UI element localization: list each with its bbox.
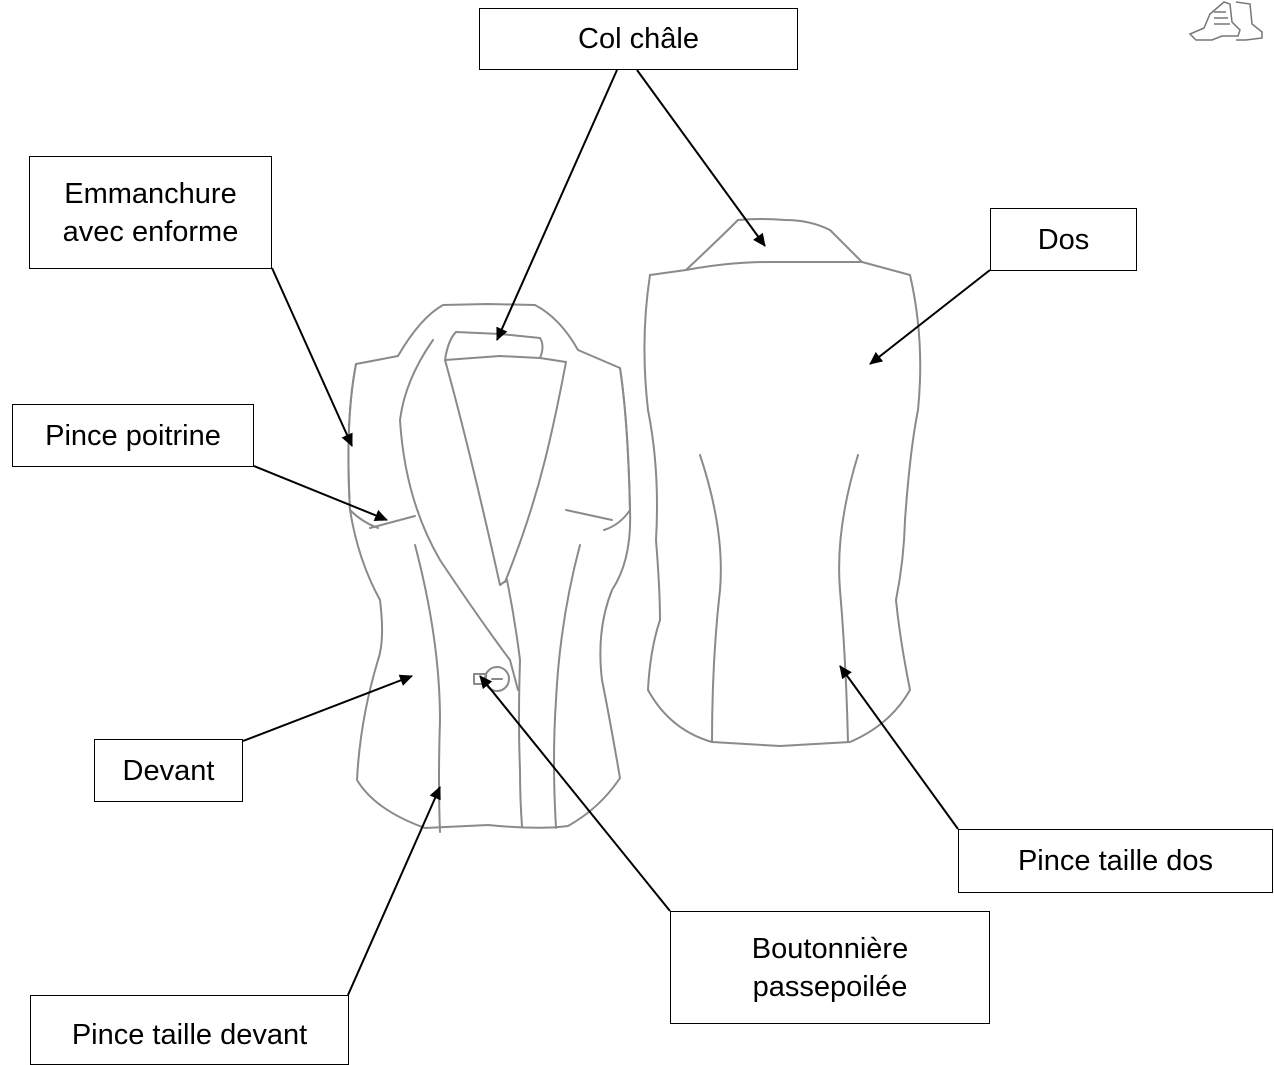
label-boutonniere: Boutonnière passepoilée [670, 911, 990, 1024]
label-pince-taille-devant: Pince taille devant [30, 995, 349, 1065]
leader-pince-taille-devant [347, 786, 441, 996]
leader-col-chale-back [636, 69, 766, 247]
label-devant: Devant [94, 739, 243, 802]
label-dos-text: Dos [1037, 223, 1090, 256]
label-col-chale: Col châle [479, 8, 798, 70]
label-pince-taille-dos: Pince taille dos [958, 829, 1273, 893]
label-pince-taille-dos-text: Pince taille dos [1017, 845, 1214, 877]
leader-col-chale-front [496, 69, 618, 341]
leader-devant [242, 674, 413, 742]
label-boutonniere-text-2: passepoilée [752, 970, 908, 1003]
label-pince-taille-devant-text: Pince taille devant [71, 1019, 308, 1051]
back-vest-drawing [643, 218, 922, 747]
label-pince-poitrine-text: Pince poitrine [45, 419, 221, 452]
leader-pince-poitrine [253, 465, 388, 522]
label-dos: Dos [990, 208, 1137, 271]
label-pince-poitrine: Pince poitrine [12, 404, 254, 467]
leader-boutonniere [479, 675, 671, 912]
front-vest-drawing [347, 303, 632, 833]
label-emmanchure-text-2: avec enforme [62, 215, 239, 248]
boots-sketch-icon [1188, 1, 1263, 41]
leader-emmanchure [271, 267, 353, 447]
label-emmanchure: Emmanchure avec enforme [29, 156, 272, 269]
label-col-chale-text: Col châle [578, 23, 699, 55]
leader-pince-taille-dos [839, 665, 959, 830]
leader-dos [869, 269, 991, 365]
label-emmanchure-text-1: Emmanchure [64, 177, 237, 210]
label-boutonniere-text-1: Boutonnière [751, 932, 909, 965]
label-devant-text: Devant [122, 754, 215, 787]
leader-lines [242, 69, 991, 996]
